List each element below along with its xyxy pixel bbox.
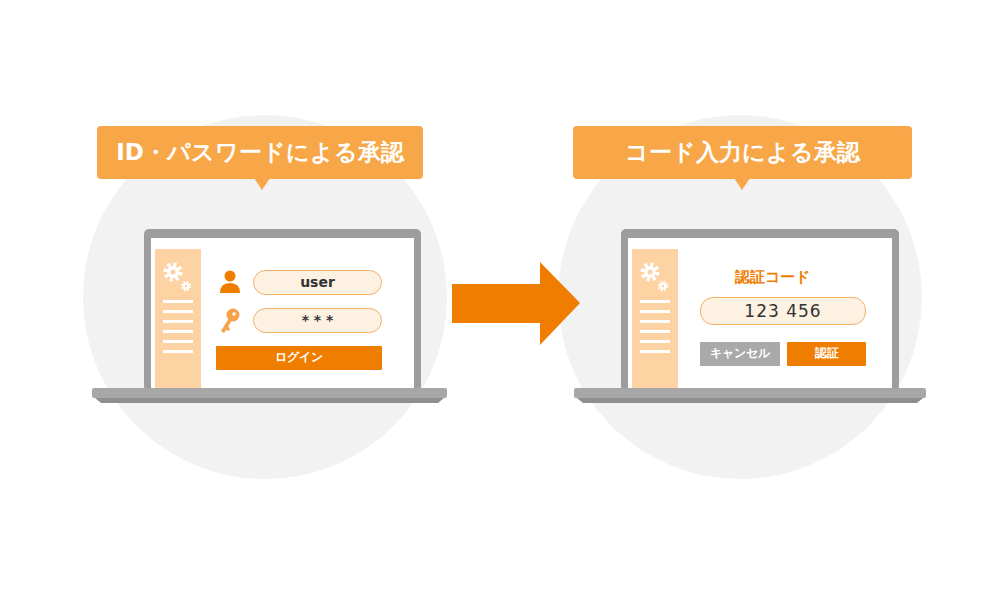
title-bubble: ID・パスワードによる承認 (97, 126, 423, 179)
laptop (92, 229, 447, 403)
login-button: ログイン (216, 346, 382, 370)
title-bubble: コード入力による承認 (573, 126, 912, 179)
input-field: * * * (253, 308, 382, 333)
confirm-button: 認証 (787, 342, 866, 366)
node-text: ログイン (275, 351, 323, 364)
bubble-tail (254, 178, 270, 190)
node-text: ID・パスワードによる承認 (116, 140, 404, 165)
node-text: コード入力による承認 (625, 140, 860, 165)
node-text: * * * (302, 313, 334, 328)
cancel-button: キャンセル (700, 342, 780, 366)
screen-heading: 認証コード (735, 268, 810, 287)
flow-arrow (452, 262, 580, 345)
node-text: 認証 (815, 347, 839, 360)
node-text: 123 456 (744, 302, 821, 321)
code-field: 123 456 (700, 297, 866, 325)
bg-circle (558, 115, 922, 479)
laptop (574, 229, 926, 403)
bubble-tail (734, 178, 750, 190)
bg-circle (83, 115, 447, 479)
node-text: キャンセル (710, 347, 770, 360)
input-field: user (253, 270, 382, 295)
node-text: user (300, 275, 335, 290)
